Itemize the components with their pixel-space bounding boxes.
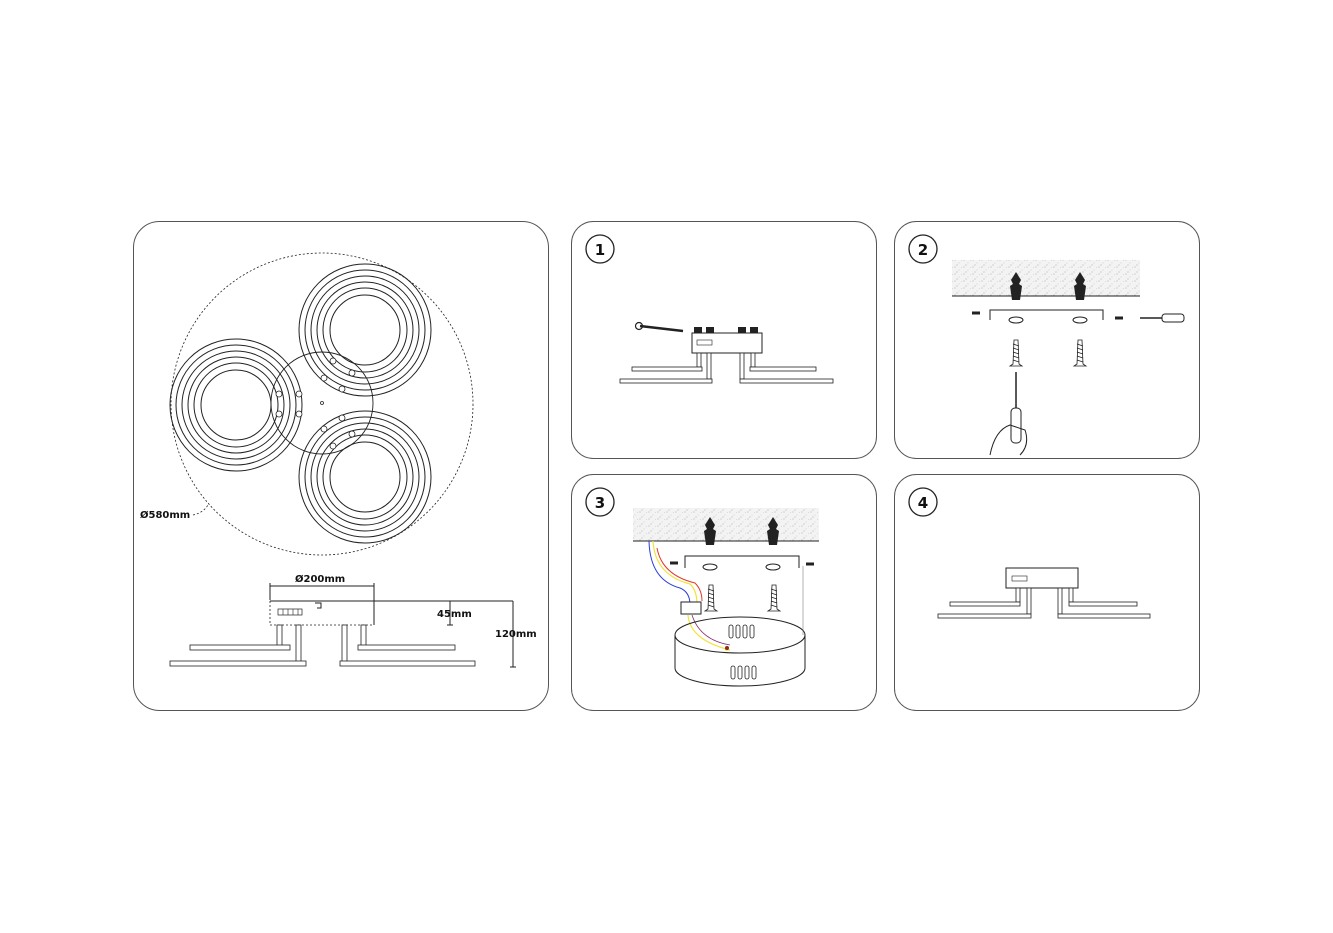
diameter-label: Ø580mm: [140, 509, 190, 521]
ceiling: [952, 260, 1140, 296]
screwdriver-icon: [1010, 313, 1185, 444]
ceiling: [633, 508, 819, 541]
step-number-badge: [585, 234, 615, 264]
step-1-panel: 1: [571, 221, 877, 459]
step-number: 2: [918, 241, 928, 259]
total-height-label: 120mm: [495, 629, 537, 640]
driver-box: [674, 616, 806, 687]
step-number-badge: [908, 487, 938, 517]
terminal-block-icon: [680, 601, 702, 615]
step-number: 3: [595, 494, 605, 512]
fixture-outline-circle: [170, 252, 474, 556]
step-2-panel: 2: [894, 221, 1200, 459]
step-4-panel: 4: [894, 474, 1200, 711]
assembled-fixture: [937, 567, 1151, 619]
base-height-label: 45mm: [437, 609, 472, 620]
base-diameter-label: Ø200mm: [295, 573, 345, 585]
hand-icon: [989, 424, 1028, 456]
base-plate-circle: [270, 351, 374, 455]
side-view: Ø200mm 45mm 120mm: [169, 573, 537, 668]
step-number-badge: [585, 487, 615, 517]
step-number-badge: [908, 234, 938, 264]
wires: [648, 540, 731, 651]
step-3-panel: 3: [571, 474, 877, 711]
overview-panel: Ø580mm Ø200mm 45mm 120mm: [133, 221, 549, 711]
step-number: 1: [595, 241, 605, 259]
wrench-icon: [639, 324, 684, 333]
step-number: 4: [918, 494, 928, 512]
